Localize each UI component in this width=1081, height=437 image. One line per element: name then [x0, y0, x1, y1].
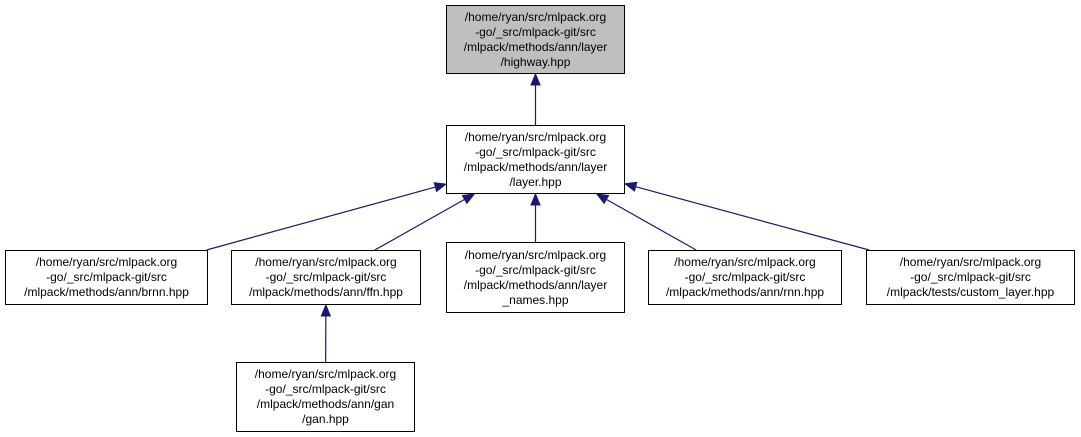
- node-line: /home/ryan/src/mlpack.org: [464, 247, 607, 262]
- node-line: /mlpack/methods/ann/layer: [463, 159, 608, 174]
- node-layer-names-hpp[interactable]: /home/ryan/src/mlpack.org -go/_src/mlpac…: [446, 242, 625, 313]
- node-rnn-hpp[interactable]: /home/ryan/src/mlpack.org -go/_src/mlpac…: [648, 250, 842, 305]
- edges-group: [206, 72, 870, 363]
- node-line: -go/_src/mlpack-git/src: [475, 144, 596, 159]
- node-line: /home/ryan/src/mlpack.org: [899, 255, 1042, 269]
- arrowhead-layer: [623, 181, 638, 192]
- node-line: /mlpack/methods/ann/layer: [463, 277, 608, 292]
- edge-rnn-to-layer: [606, 198, 697, 251]
- node-line: -go/_src/mlpack-git/src: [475, 24, 596, 39]
- edge-custom_layer-to-layer: [635, 186, 870, 251]
- node-line: /home/ryan/src/mlpack.org: [674, 255, 816, 269]
- node-layer-hpp[interactable]: /home/ryan/src/mlpack.org -go/_src/mlpac…: [446, 125, 625, 194]
- node-line: /mlpack/methods/ann/gan: [256, 397, 395, 411]
- edge-ffn-to-layer: [374, 198, 465, 251]
- node-line: /gan.hpp: [302, 412, 349, 426]
- node-line: -go/_src/mlpack-git/src: [475, 262, 596, 277]
- node-line: /mlpack/methods/ann/brnn.hpp: [24, 285, 189, 299]
- node-gan-hpp[interactable]: /home/ryan/src/mlpack.org -go/_src/mlpac…: [236, 362, 415, 432]
- arrowhead-ffn: [320, 303, 332, 317]
- edge-brnn-to-layer: [206, 186, 436, 251]
- node-line: /mlpack/methods/ann/ffn.hpp: [249, 285, 403, 299]
- node-line: /mlpack/methods/ann/layer: [463, 39, 608, 54]
- node-line: -go/_src/mlpack-git/src: [46, 270, 167, 284]
- node-line: /home/ryan/src/mlpack.org: [464, 9, 607, 24]
- node-line: -go/_src/mlpack-git/src: [265, 382, 386, 396]
- arrowhead-highway: [530, 72, 541, 86]
- node-custom-layer-hpp[interactable]: /home/ryan/src/mlpack.org -go/_src/mlpac…: [866, 250, 1075, 305]
- node-highway-hpp: /home/ryan/src/mlpack.org -go/_src/mlpac…: [446, 5, 625, 74]
- arrowhead-layer: [595, 193, 610, 205]
- node-line: /layer.hpp: [509, 174, 562, 189]
- node-line: /home/ryan/src/mlpack.org: [254, 367, 397, 381]
- node-ffn-hpp[interactable]: /home/ryan/src/mlpack.org -go/_src/mlpac…: [231, 250, 421, 305]
- node-line: /home/ryan/src/mlpack.org: [255, 255, 397, 269]
- node-line: _names.hpp: [502, 292, 569, 307]
- node-line: /highway.hpp: [500, 54, 571, 69]
- node-line: -go/_src/mlpack-git/src: [910, 270, 1031, 284]
- arrowhead-layer: [530, 192, 541, 206]
- node-line: -go/_src/mlpack-git/src: [265, 270, 387, 284]
- node-line: /home/ryan/src/mlpack.org: [35, 255, 178, 269]
- node-brnn-hpp[interactable]: /home/ryan/src/mlpack.org -go/_src/mlpac…: [5, 250, 208, 305]
- node-line: /home/ryan/src/mlpack.org: [464, 129, 607, 144]
- node-line: /mlpack/methods/ann/rnn.hpp: [665, 285, 825, 299]
- arrowhead-layer: [461, 193, 476, 205]
- arrowhead-layer: [433, 182, 448, 193]
- node-line: -go/_src/mlpack-git/src: [684, 270, 806, 284]
- node-line: /mlpack/tests/custom_layer.hpp: [886, 285, 1055, 299]
